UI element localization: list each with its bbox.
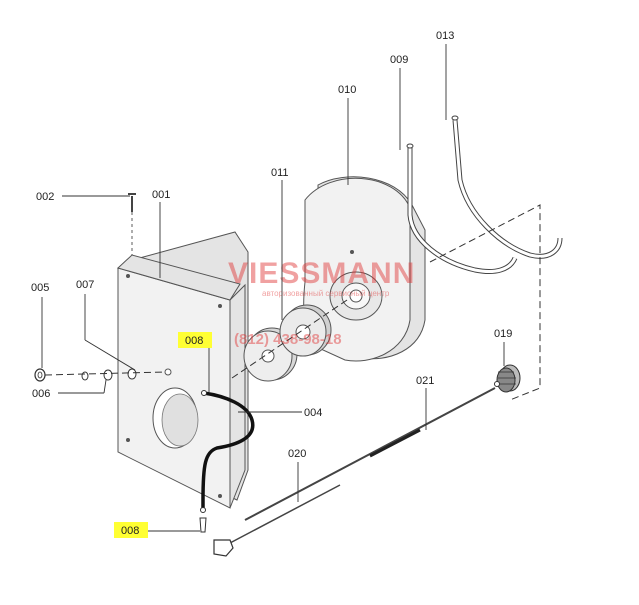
label-011: 011: [271, 167, 289, 179]
label-002: 002: [36, 191, 54, 203]
label-010: 010: [338, 84, 356, 96]
part-006-nut: [103, 369, 113, 381]
part-011-seals: [243, 304, 332, 382]
part-005-washer: [34, 368, 46, 382]
part-013-tube: [451, 115, 563, 259]
part-009-tube: [406, 143, 518, 274]
watermark: VIESSMANN авторизованный сервисный центр…: [228, 257, 415, 348]
label-019: 019: [494, 328, 512, 340]
part-002-screw: [128, 193, 136, 255]
watermark-brand: VIESSMANN: [228, 257, 415, 290]
label-007: 007: [76, 279, 94, 291]
part-001-housing: [117, 231, 249, 509]
label-008-upper: 008: [185, 335, 203, 347]
axis-line-frame: [429, 204, 541, 401]
leader-lines: [41, 44, 505, 532]
label-004: 004: [304, 407, 322, 419]
highlight-008-lower: [114, 522, 148, 538]
part-019-sight-glass: [494, 364, 521, 393]
label-020: 020: [288, 448, 306, 460]
label-013: 013: [436, 30, 454, 42]
part-labels: 002 001 005 007 006 008 008 004 011 010 …: [31, 30, 512, 537]
highlight-008-upper: [178, 332, 212, 348]
label-005: 005: [31, 282, 49, 294]
axis-line-seals: [231, 297, 351, 379]
label-009: 009: [390, 54, 408, 66]
watermark-phone: (812) 438-98-18: [234, 331, 342, 348]
watermark-subtitle: авторизованный сервисный центр: [262, 289, 390, 298]
label-008-lower: 008: [121, 525, 139, 537]
part-004-cable: [199, 390, 255, 533]
part-021-electrode: [244, 387, 496, 521]
part-010-fan-housing: [303, 176, 426, 362]
part-020-rod: [213, 484, 341, 557]
axis-line-fasteners: [44, 371, 166, 376]
label-001: 001: [152, 189, 170, 201]
label-006: 006: [32, 388, 50, 400]
label-021: 021: [416, 375, 434, 387]
